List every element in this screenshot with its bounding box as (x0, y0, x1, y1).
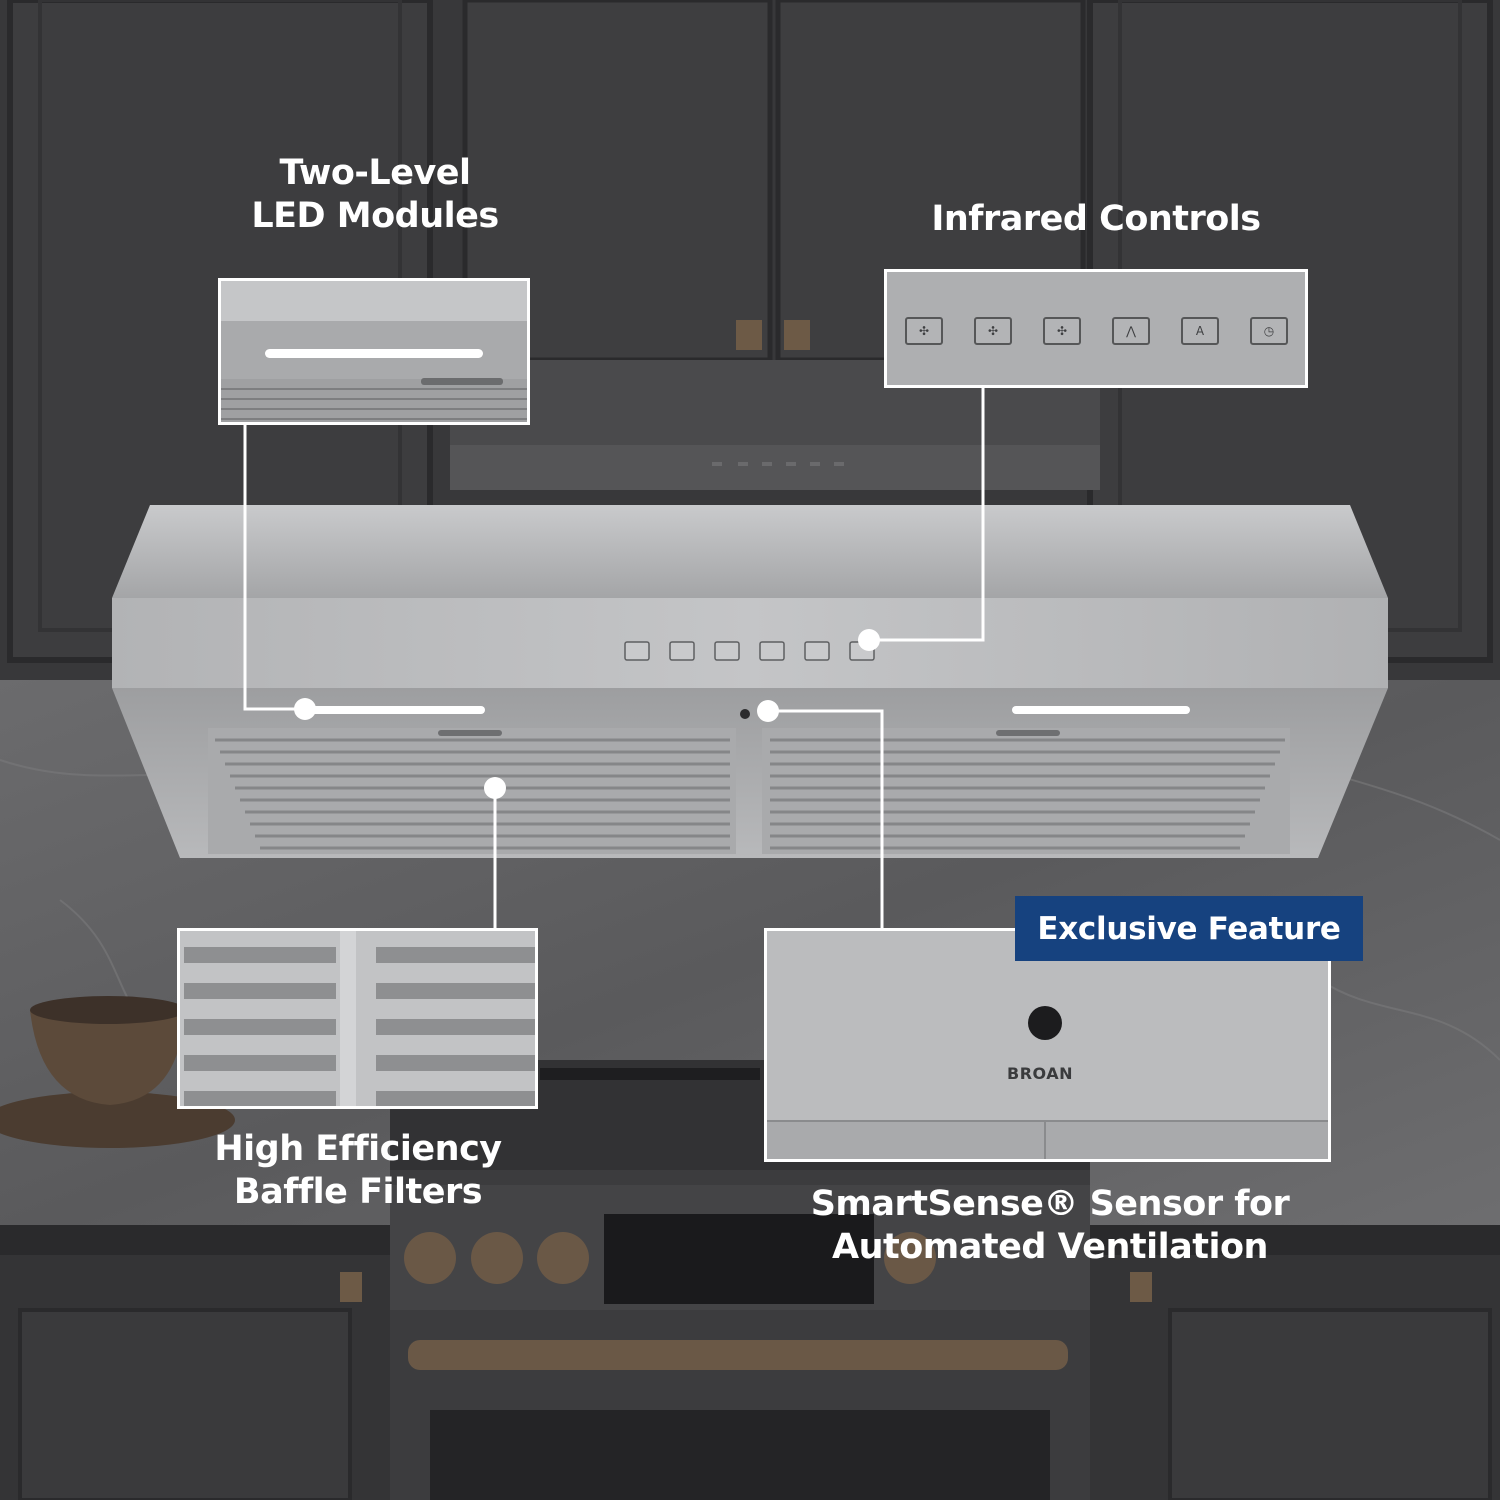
baffle-filters-label-line1: High Efficiency (214, 1129, 502, 1169)
callout-lines (243, 388, 985, 930)
smartsense-label: SmartSense® Sensor for Automated Ventila… (790, 1183, 1310, 1268)
led-modules-label: Two-Level LED Modules (220, 152, 530, 237)
led-modules-label-line1: Two-Level (279, 153, 471, 193)
smartsense-label-line2: Automated Ventilation (832, 1226, 1268, 1267)
infrared-controls-label: Infrared Controls (886, 198, 1306, 241)
wooden-bowl (0, 996, 235, 1148)
sensor-dot-icon (1028, 1006, 1062, 1040)
led-strip-right (1012, 706, 1190, 714)
smartsense-label-line1: SmartSense® Sensor for (810, 1184, 1290, 1224)
sensor-closeup-image (767, 931, 1328, 1159)
filter-closeup-image (180, 931, 535, 1106)
background-hood (450, 360, 1100, 490)
fan-medium-icon: ✣ (974, 317, 1012, 345)
cabinet-handle-left (736, 320, 762, 350)
range-hood (112, 505, 1388, 858)
cabinet-handle-right (784, 320, 810, 350)
baffle-filters-label: High Efficiency Baffle Filters (180, 1128, 536, 1213)
led-modules-closeup (218, 278, 530, 425)
led-closeup-image (221, 281, 527, 422)
smartsense-closeup: BROAN (764, 928, 1331, 1162)
led-strip-left (300, 706, 485, 714)
led-modules-label-line2: LED Modules (251, 195, 499, 236)
timer-power-icon: ◷ (1250, 317, 1288, 345)
baffle-filters-label-line2: Baffle Filters (233, 1171, 483, 1212)
light-icon: ⋀ (1112, 317, 1150, 345)
infrared-controls-label-line1: Infrared Controls (931, 199, 1261, 239)
fan-low-icon: ✣ (905, 317, 943, 345)
auto-icon: A (1181, 317, 1219, 345)
exclusive-feature-badge: Exclusive Feature (1015, 896, 1363, 961)
infrared-controls-closeup: ✣ ✣ ✣ ⋀ A ◷ (884, 269, 1308, 388)
baffle-filters-closeup (177, 928, 538, 1109)
fan-high-icon: ✣ (1043, 317, 1081, 345)
broan-logo: BROAN (1007, 1064, 1073, 1083)
callout-dots (294, 629, 880, 799)
